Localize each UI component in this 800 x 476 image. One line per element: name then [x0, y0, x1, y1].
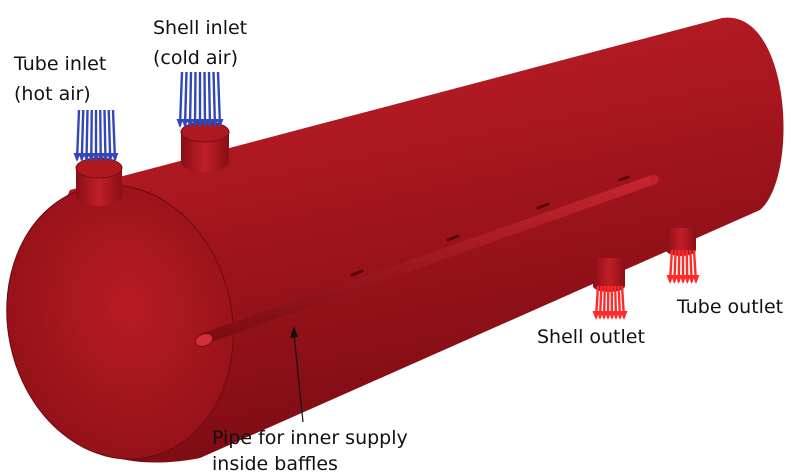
tube-inlet-arrow-head [87, 153, 95, 162]
shell-inlet-arrow-head [216, 119, 224, 128]
shell-inlet-arrow-head [181, 119, 189, 128]
pipe-label: Pipe for inner supply inside baffles [212, 427, 414, 475]
tube-inlet-arrow-shaft [103, 109, 107, 161]
shell-inlet-arrow-shaft [212, 71, 217, 127]
tube-inlet-arrow-head [102, 153, 109, 162]
tube-inlet-arrow-head [92, 153, 100, 162]
tube-inlet-arrow-head [78, 153, 86, 162]
shell-inlet-arrow-head [201, 119, 209, 128]
shell-inlet-nozzle [180, 121, 230, 172]
tube-outlet-label: Tube outlet [676, 296, 783, 318]
tube-inlet-arrow-shaft [90, 109, 93, 161]
inner-supply-pipe [194, 175, 659, 347]
tube-inlet-arrow-shaft [99, 109, 102, 161]
shell-inlet-arrow-shaft [183, 71, 188, 127]
tube-outlet-arrow-head [692, 275, 700, 284]
tube-inlet-arrow-shaft [80, 109, 85, 161]
shell-inlet-arrow-head [191, 119, 199, 128]
tube-inlet-arrow-head [97, 153, 105, 162]
shell-inlet-arrow-head [211, 119, 219, 128]
tube-inlet-label: Tube inlet (hot air) [13, 53, 112, 105]
shell-inlet-arrow-shaft [178, 71, 184, 127]
shell-outlet-nozzle [593, 258, 625, 292]
tube-inlet-arrow-shaft [85, 109, 89, 161]
shell-inlet-arrow-shaft [188, 71, 193, 127]
tube-outlet-nozzle [666, 228, 696, 256]
tube-inlet-arrow-head [106, 153, 114, 162]
tube-inlet-arrow-shaft [111, 109, 117, 161]
shell-outlet-arrow-head [620, 311, 628, 320]
pipe-leader-arrow [290, 326, 304, 423]
shell-inlet-arrow-head [196, 119, 204, 128]
shell-inlet-arrow-head [206, 119, 214, 128]
tube-inlet-nozzle [75, 157, 123, 206]
shell-inlet-arrow-shaft [203, 71, 207, 127]
outlet-flow-arrows [592, 249, 700, 320]
tube-inlet-arrow-shaft [107, 109, 112, 161]
tube-inlet-arrow-head [111, 153, 119, 162]
shell-inlet-arrow-head [186, 119, 194, 128]
inlet-flow-arrows [73, 71, 224, 162]
shell-outlet-label: Shell outlet [537, 326, 645, 348]
shell-inlet-arrow-shaft [216, 71, 222, 127]
tube-inlet-arrow-head [83, 153, 90, 162]
shell-inlet-arrow-shaft [207, 71, 212, 127]
tube-inlet-arrow-shaft [75, 109, 81, 161]
shell-inlet-label: Shell inlet (cold air) [153, 17, 253, 69]
shell-inlet-arrow-head [176, 119, 184, 128]
tube-inlet-arrow-head [73, 153, 81, 162]
shell-inlet-arrow-shaft [193, 71, 197, 127]
